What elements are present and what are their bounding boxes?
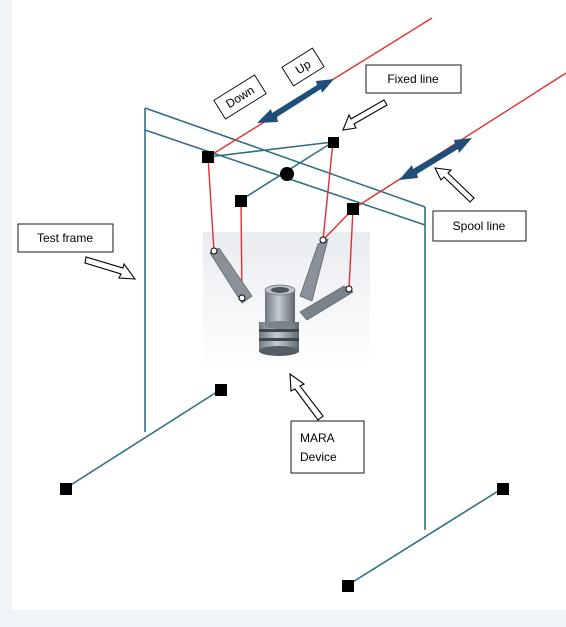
node-inner-left [235, 195, 247, 207]
label-up-box [281, 47, 325, 87]
device-base-groove-1 [259, 329, 299, 332]
spool-line-pointer-arrow [434, 167, 475, 203]
node-frame-left [202, 151, 214, 163]
attachment-points [210, 236, 353, 302]
node-right-foot-back [497, 483, 509, 495]
label-mara-device: MARA Device [290, 420, 365, 474]
cable-right-a [322, 141, 334, 241]
label-test-frame: Test frame [17, 223, 114, 253]
attachment-point-right [319, 236, 327, 244]
label-mara-device-box [290, 420, 365, 474]
mara-device [209, 238, 354, 356]
device-body [265, 290, 295, 325]
label-spool-line-text: Spool line [453, 219, 506, 233]
label-mara-device-line1: MARA [300, 431, 335, 445]
label-fixed-line-box [365, 64, 462, 94]
fixed-line-pointer-arrow [342, 99, 388, 131]
node-left-foot-back [215, 384, 227, 396]
motion-arrows [257, 79, 472, 180]
mara-device-pointer-arrow [289, 372, 324, 421]
frame-right-foot [347, 487, 504, 586]
cable-right-c [348, 208, 354, 290]
label-up: Up [281, 47, 325, 87]
node-fixed-line [328, 137, 339, 148]
device-base-bottom [259, 346, 299, 356]
label-test-frame-text: Test frame [37, 231, 93, 245]
attachment-point-right-lower [345, 285, 353, 293]
spool-double-arrow [399, 138, 472, 180]
label-mara-device-line2: Device [300, 450, 337, 464]
label-fixed-line-text: Fixed line [387, 72, 439, 86]
pointer-arrows [84, 99, 475, 421]
device-body-bottom [265, 321, 295, 329]
frame-top-back-beam [144, 107, 426, 208]
node-left-foot-front [60, 483, 72, 495]
label-spool-line-box [432, 210, 527, 242]
label-down-box [213, 74, 267, 120]
nodes [60, 137, 509, 592]
label-test-frame-box [17, 223, 114, 253]
label-spool-line: Spool line [432, 210, 527, 242]
node-right-foot-front [342, 580, 354, 592]
device-base-groove-2 [259, 338, 299, 341]
test-frame-pointer-arrow [84, 256, 137, 280]
pulley-center-node [280, 167, 294, 181]
label-fixed-line: Fixed line [365, 64, 462, 94]
node-spool-line [347, 203, 359, 215]
cable-left-a [207, 156, 215, 252]
frame-left-foot [65, 389, 221, 489]
device-top-opening [271, 287, 289, 293]
attachment-point-left-lower [238, 294, 246, 302]
cross-line-top [207, 141, 334, 158]
up-down-double-arrow [257, 79, 334, 123]
attachment-point-left [210, 247, 218, 255]
